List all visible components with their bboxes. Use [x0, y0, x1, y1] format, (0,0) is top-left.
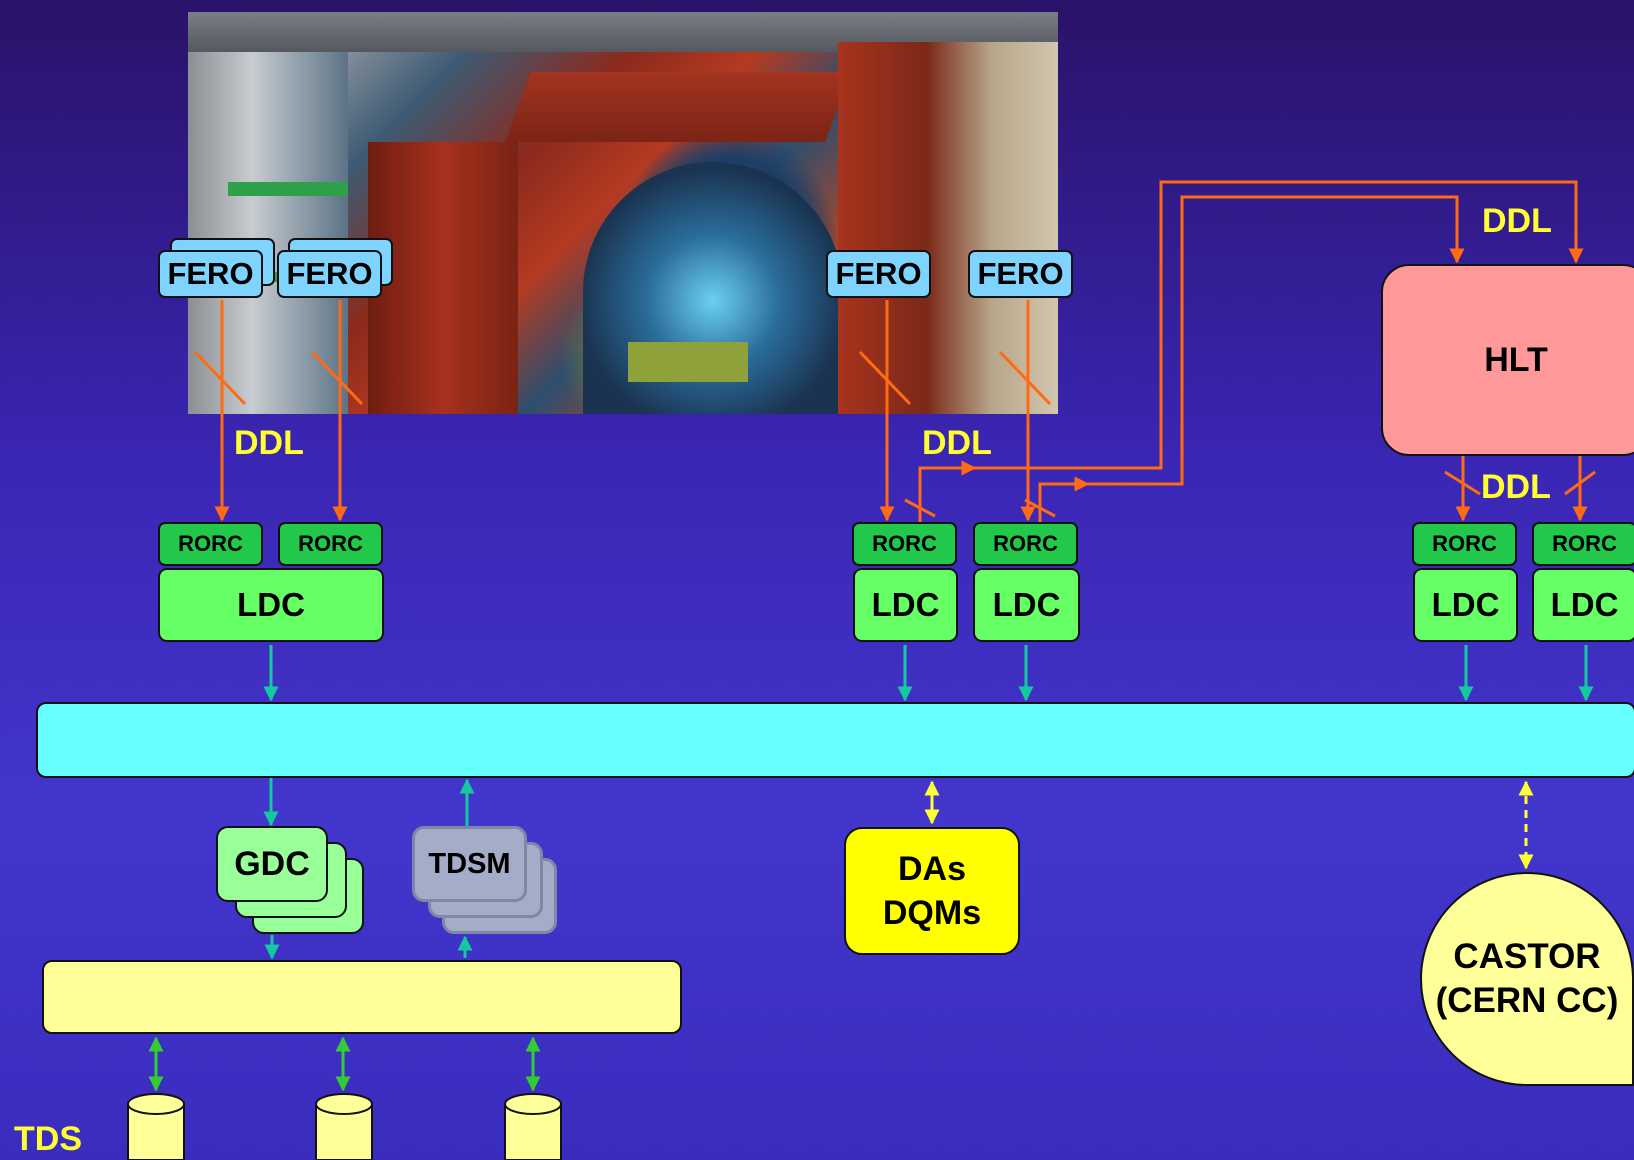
ddl-link-to-hlt	[920, 468, 975, 522]
tdsm-box: TDSM	[412, 826, 527, 902]
rorc-box: RORC	[1412, 522, 1517, 566]
tds-label: TDS	[14, 1120, 82, 1159]
detector-photo	[188, 12, 1058, 414]
ddl-label: DDL	[922, 424, 992, 463]
ldc-box: LDC	[973, 568, 1080, 642]
ddl-link-to-hlt	[1040, 484, 1088, 522]
ddl-label: DDL	[1482, 202, 1552, 241]
fero-box: FERO	[158, 250, 263, 298]
disk-icon	[126, 1092, 186, 1160]
rorc-box: RORC	[278, 522, 383, 566]
rorc-box: RORC	[158, 522, 263, 566]
fero-box: FERO	[277, 250, 382, 298]
rorc-box: RORC	[852, 522, 957, 566]
ldc-box: LDC	[1413, 568, 1518, 642]
ldc-box: LDC	[853, 568, 958, 642]
das-dqms-box: DAs DQMs	[844, 827, 1020, 955]
gdc-box: GDC	[216, 826, 328, 902]
hlt-box: HLT	[1381, 264, 1634, 456]
disk-icon	[503, 1092, 563, 1160]
castor-storage: CASTOR (CERN CC)	[1420, 872, 1634, 1086]
rorc-box: RORC	[1532, 522, 1634, 566]
ldc-box: LDC	[158, 568, 384, 642]
castor-location-label: (CERN CC)	[1436, 979, 1619, 1023]
fero-box: FERO	[968, 250, 1073, 298]
storage-network	[42, 960, 682, 1034]
das-label: DAs	[898, 847, 966, 891]
event-building-network	[36, 702, 1634, 778]
disk-icon	[314, 1092, 374, 1160]
castor-label: CASTOR	[1453, 935, 1600, 979]
fero-box: FERO	[826, 250, 931, 298]
ddl-label: DDL	[1481, 468, 1551, 507]
dqms-label: DQMs	[883, 891, 981, 935]
ddl-label: DDL	[234, 424, 304, 463]
ldc-box: LDC	[1532, 568, 1634, 642]
rorc-box: RORC	[973, 522, 1078, 566]
